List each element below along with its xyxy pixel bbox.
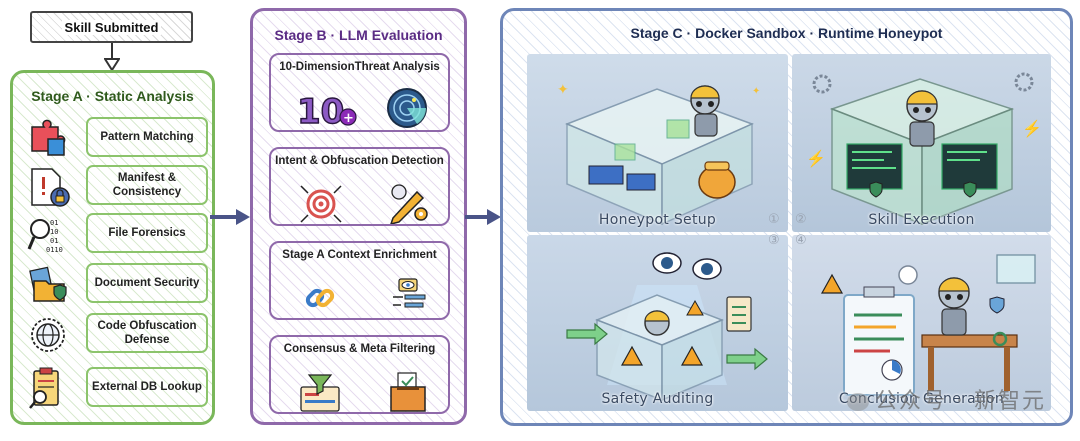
step-number-3: ③ — [768, 233, 780, 248]
filter-funnel-icon — [299, 373, 341, 418]
chain-link-icon — [303, 279, 339, 322]
stage-b-title: Stage B · LLM Evaluation — [274, 27, 443, 43]
svg-text:+: + — [343, 111, 354, 126]
ballot-box-icon — [389, 371, 427, 418]
safety-auditing-illustration — [566, 252, 768, 402]
step-number-2: ② — [795, 212, 807, 227]
svg-text:01: 01 — [50, 219, 58, 227]
step-number-1: ① — [768, 212, 780, 227]
stage-b-panel: Stage B · LLM Evaluation 10-DimensionThr… — [250, 8, 467, 425]
watermark-icon — [847, 393, 870, 411]
globe-shield-icon — [26, 313, 72, 357]
eye-list-icon — [389, 277, 429, 322]
safety-auditing-label: Safety Auditing — [601, 391, 714, 407]
svg-text:01: 01 — [50, 237, 58, 245]
context-enrichment-card[interactable]: Stage A Context Enrichment — [269, 241, 450, 320]
svg-text:✦: ✦ — [752, 86, 760, 97]
code-obfuscation-defense-button[interactable]: Code Obfuscation Defense — [86, 313, 208, 353]
document-security-button[interactable]: Document Security — [86, 263, 208, 303]
skill-execution-label: Skill Execution — [868, 212, 975, 228]
honeypot-setup-panel: ✦ ✦ Honeypot Setup — [527, 54, 788, 232]
skill-execution-panel: ⚡ ⚡ Skill Execution — [792, 54, 1051, 232]
watermark-text: 公众号 · 新智元 — [875, 389, 1046, 414]
stage-a-panel: Stage A · Static Analysis Pattern Matchi… — [10, 70, 215, 425]
puzzle-icon — [26, 117, 72, 161]
folder-shield-icon — [26, 263, 72, 307]
watermark: 公众号 · 新智元 — [847, 383, 1046, 415]
external-db-lookup-button[interactable]: External DB Lookup — [86, 367, 208, 407]
stage-a-item: Code Obfuscation Defense — [26, 313, 208, 357]
stage-c-panel: Stage C · Docker Sandbox · Runtime Honey… — [500, 8, 1073, 426]
stage-b-to-c-arrow — [465, 207, 503, 227]
honeypot-setup-label: Honeypot Setup — [598, 212, 717, 228]
radar-icon — [384, 85, 430, 136]
ten-plus-icon: 10 + — [296, 89, 359, 134]
conclusion-generation-label: Conclusion Generation — [838, 391, 1005, 407]
intent-obfuscation-title: Intent & Obfuscation Detection — [275, 155, 444, 167]
consensus-filtering-title: Consensus & Meta Filtering — [283, 343, 436, 355]
target-icon — [299, 184, 343, 229]
safety-auditing-panel: Safety Auditing — [527, 235, 788, 411]
stage-a-item: Document Security — [26, 263, 208, 307]
manifest-consistency-button[interactable]: Manifest & Consistency — [86, 165, 208, 205]
consensus-filtering-card[interactable]: Consensus & Meta Filtering — [269, 335, 450, 414]
clipboard-search-icon — [26, 367, 72, 411]
pattern-matching-button[interactable]: Pattern Matching — [86, 117, 208, 157]
svg-text:10: 10 — [50, 228, 58, 236]
intent-obfuscation-card[interactable]: Intent & Obfuscation Detection — [269, 147, 450, 226]
svg-text:✦: ✦ — [557, 81, 569, 97]
honeypot-setup-illustration: ✦ ✦ — [557, 81, 760, 226]
threat-analysis-title: 10-DimensionThreat Analysis — [279, 61, 440, 73]
stage-a-to-b-arrow — [210, 207, 252, 227]
stage-c-title: Stage C · Docker Sandbox · Runtime Honey… — [630, 25, 943, 41]
threat-analysis-card[interactable]: 10-DimensionThreat Analysis 10 + — [269, 53, 450, 134]
skill-submitted-box: Skill Submitted — [30, 11, 193, 43]
svg-text:⚡: ⚡ — [1022, 119, 1042, 138]
file-forensics-button[interactable]: File Forensics — [86, 213, 208, 253]
stage-a-item: External DB Lookup — [26, 367, 208, 411]
context-enrichment-title: Stage A Context Enrichment — [282, 249, 437, 261]
conclusion-generation-panel: Conclusion Generation — [792, 235, 1051, 411]
skill-submitted-label: Skill Submitted — [61, 19, 162, 35]
down-arrow — [104, 43, 120, 71]
stage-a-item: Pattern Matching — [26, 117, 208, 161]
stage-a-item: 01 10 01 0110 File Forensics — [26, 213, 208, 257]
magnifier-binary-icon: 01 10 01 0110 — [26, 213, 72, 257]
svg-text:10: 10 — [297, 92, 344, 129]
stage-a-title: Stage A · Static Analysis — [31, 88, 194, 104]
svg-text:⚡: ⚡ — [806, 149, 826, 168]
stage-a-item: Manifest & Consistency — [26, 165, 208, 209]
skill-execution-illustration: ⚡ ⚡ — [806, 72, 1042, 226]
document-lock-icon — [26, 165, 72, 209]
step-number-4: ④ — [795, 233, 807, 248]
svg-text:0110: 0110 — [46, 246, 63, 254]
conclusion-generation-illustration — [820, 254, 1036, 396]
pencil-gear-icon — [387, 182, 431, 229]
